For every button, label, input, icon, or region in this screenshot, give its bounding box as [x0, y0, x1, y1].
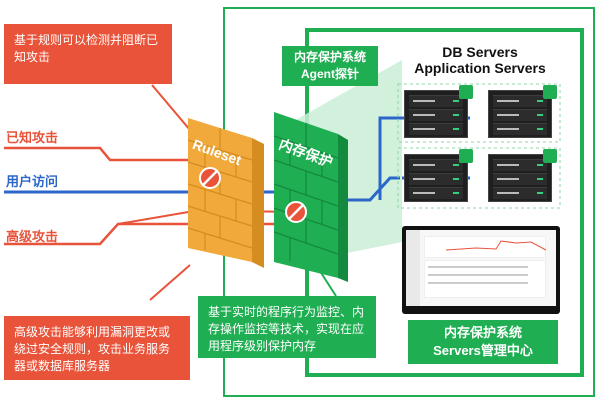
- known-attack-callout: 基于规则可以检测并阻断已知攻击: [4, 24, 172, 84]
- console-screen: [406, 230, 556, 306]
- user-access-label: 用户访问: [6, 174, 59, 189]
- agent-probe-box: 内存保护系统 Agent探针: [282, 46, 378, 86]
- server-cluster-top: [397, 83, 561, 143]
- server-rack: [488, 149, 557, 202]
- cloud-shield-icon: [543, 85, 557, 99]
- ruleset-wall: [187, 118, 264, 268]
- server-rack: [404, 85, 473, 138]
- cloud-shield-icon: [543, 149, 557, 163]
- ruleset-link-bottom: [149, 264, 191, 301]
- management-center-box: 内存保护系统 Servers管理中心: [408, 320, 558, 364]
- servers-title-line2: Application Servers: [414, 60, 546, 76]
- server-rack: [404, 149, 473, 202]
- memory-protection-wall: [273, 112, 348, 282]
- ruleset-link-top: [151, 84, 191, 131]
- cloud-shield-icon: [459, 149, 473, 163]
- advanced-attack-callout: 高级攻击能够利用漏洞更改或绕过安全规则，攻击业务服务器或数据库服务器: [4, 316, 190, 380]
- servers-title-line1: DB Servers: [442, 44, 518, 60]
- advanced-attack-label: 高级攻击: [6, 229, 59, 244]
- management-center-title: 内存保护系统: [443, 325, 522, 340]
- agent-probe-subtitle: Agent探针: [301, 67, 359, 81]
- known-attack-line: [4, 146, 200, 162]
- callout-connector: [317, 267, 337, 297]
- server-rack: [488, 85, 557, 138]
- memory-protection-callout: 基于实时的程序行为监控、内存操作监控等技术，实现在应用程序级别保护内存: [198, 296, 376, 358]
- block-icon: [199, 167, 221, 189]
- agent-probe-title: 内存保护系统: [293, 50, 366, 64]
- management-console-monitor: [402, 226, 560, 314]
- servers-title: DB Servers Application Servers: [400, 44, 560, 76]
- management-center-subtitle: Servers管理中心: [433, 343, 533, 358]
- cloud-shield-icon: [459, 85, 473, 99]
- server-cluster-bottom: [397, 147, 561, 209]
- block-icon: [285, 201, 307, 223]
- known-attack-label: 已知攻击: [6, 130, 59, 145]
